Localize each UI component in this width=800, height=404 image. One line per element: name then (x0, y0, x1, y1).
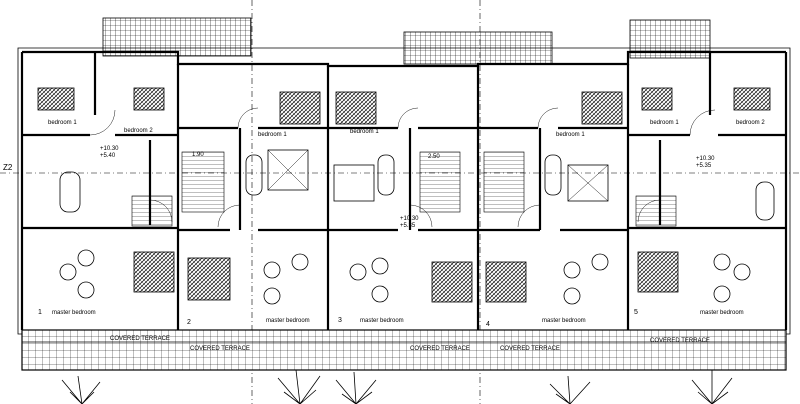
unit-1 (22, 52, 178, 299)
palm-plant (335, 371, 377, 404)
stair (483, 151, 525, 213)
terrace-label: COVERED TERRACE (110, 336, 170, 342)
door-swing (637, 109, 716, 223)
palm-plant (549, 375, 591, 404)
room-label-bedroom-1: bedroom 1 (650, 120, 679, 126)
bed (485, 261, 527, 303)
armchair (591, 253, 609, 271)
palm-plant (61, 375, 101, 404)
palm-plant (691, 370, 733, 404)
armchair (713, 253, 731, 271)
stair (419, 151, 461, 213)
interior-wall (478, 126, 628, 232)
bed (581, 91, 623, 125)
unit-number: 5 (634, 309, 638, 316)
room-label-bedroom-2: bedroom 2 (736, 120, 765, 126)
shower-cross (267, 149, 309, 191)
terrace-label: COVERED TERRACE (410, 346, 470, 352)
bed (637, 251, 679, 293)
bed (431, 261, 473, 303)
unit-3 (328, 91, 478, 303)
armchair (563, 261, 581, 279)
shower (333, 164, 375, 202)
room-label-master-bedroom: master bedroom (700, 310, 744, 316)
bed (37, 87, 75, 111)
armchair (77, 249, 95, 267)
bed (733, 87, 771, 111)
shower-cross (567, 164, 609, 202)
room-label-bedroom-2: bedroom 2 (124, 128, 153, 134)
room-label-master-bedroom: master bedroom (542, 318, 586, 324)
stair (635, 195, 677, 227)
palm-plant (277, 369, 321, 404)
terrace-label: COVERED TERRACE (650, 338, 710, 344)
armchair (371, 285, 389, 303)
armchair (263, 287, 281, 305)
interior-wall (22, 52, 178, 230)
unit-2 (178, 91, 328, 305)
armchair (563, 287, 581, 305)
armchair (713, 285, 731, 303)
roof-tile-left (102, 17, 252, 57)
terrace-label: COVERED TERRACE (500, 346, 560, 352)
armchair (263, 261, 281, 279)
room-label-bedroom-1: bedroom 1 (350, 129, 379, 135)
room-label-bedroom-1: bedroom 1 (556, 132, 585, 138)
bed (187, 257, 231, 301)
level-marker: 2.50 (428, 154, 440, 160)
unit-number: 1 (38, 309, 42, 316)
interior-wall (328, 126, 478, 232)
shower (567, 164, 609, 202)
interior-wall (178, 126, 328, 232)
bed (641, 87, 673, 111)
door-swing (89, 109, 173, 223)
bathtub (544, 154, 562, 196)
interior-wall (628, 52, 786, 230)
bed (133, 251, 175, 293)
exterior-wall (20, 52, 788, 330)
stair (131, 195, 173, 227)
unit-number: 4 (486, 321, 490, 328)
door-swing (517, 107, 559, 228)
bed (335, 91, 377, 125)
room-label-master-bedroom: master bedroom (360, 318, 404, 324)
bathtub (59, 171, 81, 213)
door-swing (397, 107, 433, 228)
armchair (291, 253, 309, 271)
armchair (59, 263, 77, 281)
room-label-master-bedroom: master bedroom (52, 310, 96, 316)
room-label-bedroom-1: bedroom 1 (48, 120, 77, 126)
level-marker: +10.30+5.40 (100, 146, 119, 159)
level-marker: +10.30+5.35 (696, 156, 715, 169)
unit-4 (478, 91, 628, 305)
shower (267, 149, 309, 191)
bathtub (755, 181, 775, 221)
unit-number: 3 (338, 317, 342, 324)
door-swing (217, 107, 259, 228)
terrace-label: COVERED TERRACE (190, 346, 250, 352)
room-label-master-bedroom: master bedroom (266, 318, 310, 324)
armchair (349, 263, 367, 281)
room-label-bedroom-1: bedroom 1 (258, 132, 287, 138)
armchair (371, 257, 389, 275)
unit-5 (628, 52, 786, 303)
stair (181, 151, 225, 213)
level-marker: 1.90 (192, 152, 204, 158)
bed (279, 91, 321, 125)
level-marker: +10.30+5.35 (400, 216, 419, 229)
terrace-deck (21, 329, 787, 371)
bathtub (245, 154, 263, 196)
exterior-wall-outer (17, 47, 791, 335)
bathtub (377, 154, 395, 196)
armchair (733, 263, 751, 281)
axis-label: Z2 (3, 163, 13, 172)
unit-number: 2 (187, 319, 191, 326)
exterior-wall (22, 50, 786, 68)
bed (133, 87, 165, 111)
armchair (77, 281, 95, 299)
